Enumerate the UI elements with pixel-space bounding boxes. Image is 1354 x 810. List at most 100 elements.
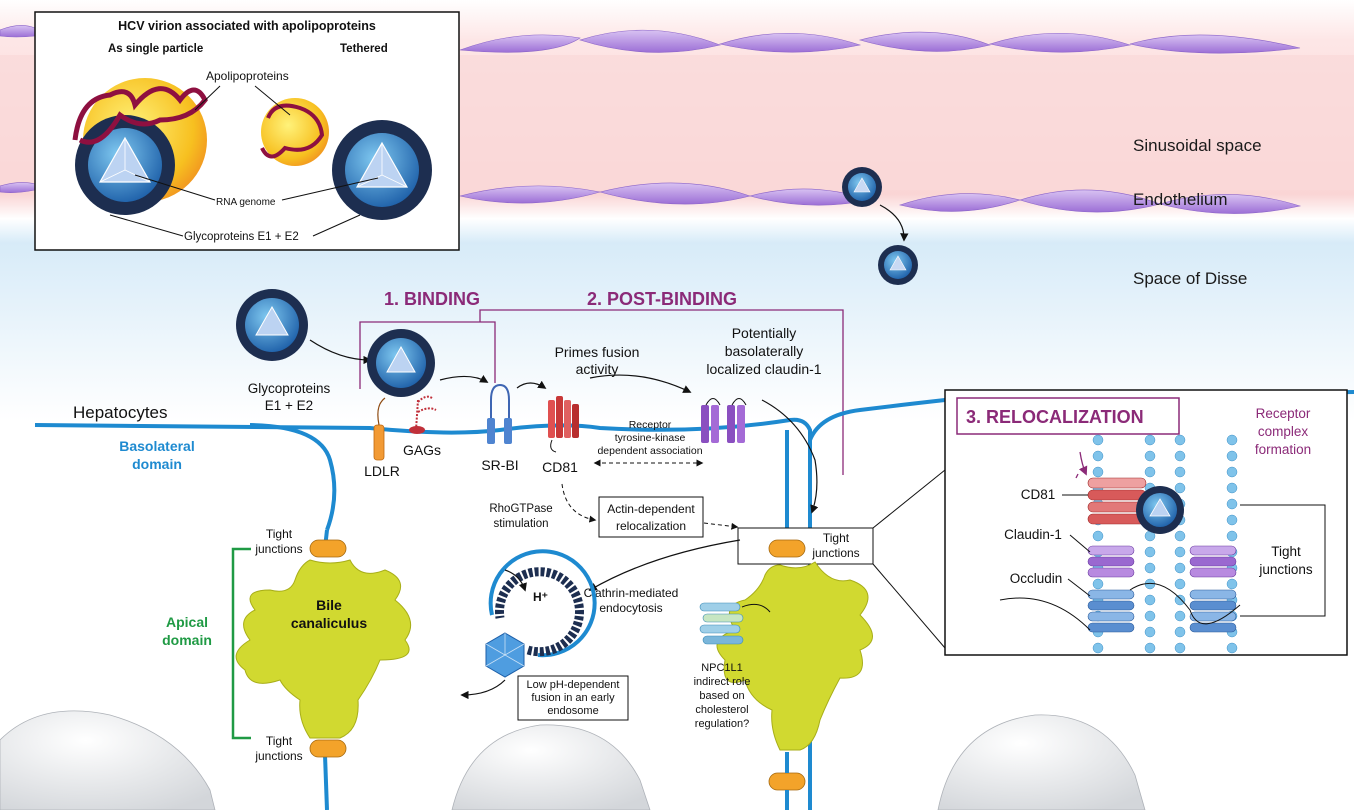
cd81-label: CD81 — [542, 459, 578, 475]
gags-molecule — [409, 395, 437, 434]
arrow-claudin-to-junction — [761, 399, 819, 514]
ldlr-receptor — [373, 397, 386, 461]
claudin-label-line3: localized claudin-1 — [706, 361, 821, 377]
arrow-to-cd81 — [516, 380, 547, 389]
receptor-complex-line1: Receptor — [1256, 406, 1311, 421]
apical-label-line1: Apical — [166, 614, 208, 630]
single-particle-label: As single particle — [108, 43, 203, 55]
primes-fusion-line1: Primes fusion — [555, 344, 640, 360]
arrow-fusion — [460, 679, 506, 700]
hepatocyte-membrane-left — [34, 417, 812, 810]
hplus-label: H⁺ — [533, 590, 548, 604]
rtk-label-line3: dependent association — [597, 445, 702, 457]
rhogtpase-label-line1: RhoGTPase — [489, 503, 552, 515]
tight-junction-bottom-left — [309, 739, 347, 758]
tight-junction-bottom-label-line1: Tight — [266, 734, 293, 748]
basolateral-label-line2: domain — [132, 456, 182, 472]
nucleus-middle — [451, 724, 651, 810]
tight-junction-top-left — [309, 539, 347, 558]
bile-canaliculus-left — [235, 559, 412, 739]
step-relocalization-heading: 3. RELOCALIZATION — [966, 407, 1144, 427]
glycoproteins-label-line1: Glycoproteins — [248, 381, 331, 396]
apolipoproteins-label: Apolipoproteins — [206, 69, 289, 83]
virion-endosome — [485, 632, 525, 678]
cd81-receptor — [548, 396, 579, 453]
reloc-occludin-label: Occludin — [1010, 571, 1063, 586]
virion-disse — [878, 245, 918, 285]
arrow-actin-to-junction — [703, 522, 739, 530]
low-ph-label-line1: Low pH-dependent — [527, 679, 620, 691]
arrow-endothelium-crossing — [879, 204, 909, 242]
endothelium-bottom — [0, 182, 1302, 214]
arrow-to-claudin — [589, 374, 692, 393]
claudin-label-line2: basolaterally — [725, 343, 804, 359]
npc1l1-label-line3: based on — [699, 690, 744, 702]
receptor-complex-line3: formation — [1255, 442, 1311, 457]
reloc-tight-label-line2: junctions — [1258, 562, 1313, 577]
srbi-label: SR-BI — [481, 457, 518, 473]
claudin1-receptor — [701, 398, 747, 443]
tethered-label: Tethered — [340, 43, 388, 55]
primes-fusion-line2: activity — [576, 361, 619, 377]
space-of-disse-label: Space of Disse — [1133, 269, 1247, 288]
rna-genome-label: RNA genome — [216, 197, 276, 208]
binding-bracket — [359, 321, 496, 389]
arrow-to-binding — [309, 339, 372, 365]
apolipoprotein-inset: HCV virion associated with apolipoprotei… — [34, 11, 460, 251]
nucleus-right — [937, 714, 1146, 810]
tight-junction-top-label-line1: Tight — [266, 527, 293, 541]
bile-canaliculus-label-line2: canaliculus — [291, 615, 367, 631]
actin-box — [598, 496, 704, 538]
tight-junction-box — [737, 527, 874, 565]
tight-junction-right — [768, 539, 806, 558]
clathrin-label-line1: Clathrin-mediated — [584, 586, 679, 600]
npc1l1-label-line4: cholesterol — [695, 704, 748, 716]
hepatocyte-membrane-right — [808, 398, 946, 441]
nucleus-left — [0, 710, 216, 810]
bile-canaliculus-label-line1: Bile — [316, 597, 342, 613]
apical-label-line2: domain — [162, 632, 212, 648]
npc1l1-label-line5: regulation? — [695, 718, 749, 730]
low-ph-label-line2: fusion in an early — [531, 692, 615, 704]
endothelium-label: Endothelium — [1133, 190, 1228, 209]
actin-label-line2: relocalization — [616, 519, 686, 533]
tight-junction-right-label-line1: Tight — [823, 531, 850, 545]
tight-junction-right-label-line2: junctions — [811, 546, 859, 560]
claudin-label-line1: Potentially — [732, 325, 797, 341]
endosome — [488, 549, 597, 658]
npc1l1-receptor — [699, 602, 771, 645]
endothelium-top — [0, 25, 1301, 54]
virion-sinusoid — [842, 167, 882, 207]
arrow-to-endocytosis — [588, 539, 741, 591]
srbi-receptor — [487, 383, 512, 444]
npc1l1-label-line1: NPC1L1 — [701, 662, 743, 674]
rtk-label-line2: tyrosine-kinase — [615, 432, 686, 444]
ldlr-label: LDLR — [364, 463, 400, 479]
npc1l1-label-line2: indirect role — [694, 676, 751, 688]
inset-title: HCV virion associated with apolipoprotei… — [118, 19, 376, 33]
step-post-binding-heading: 2. POST-BINDING — [587, 289, 737, 309]
tight-junction-top-label-line2: junctions — [254, 542, 302, 556]
reloc-tight-label-line1: Tight — [1271, 544, 1301, 559]
step-binding-heading: 1. BINDING — [384, 289, 480, 309]
sinusoidal-space-label: Sinusoidal space — [1133, 136, 1262, 155]
reloc-claudin-label: Claudin-1 — [1004, 527, 1062, 542]
virion-bound — [367, 329, 435, 397]
arrow-to-srbi — [439, 374, 489, 383]
gags-label: GAGs — [403, 442, 441, 458]
reloc-cd81-label: CD81 — [1021, 487, 1056, 502]
low-ph-box — [517, 675, 629, 721]
actin-label-line1: Actin-dependent — [607, 502, 695, 516]
glycoproteins-label-line2: E1 + E2 — [265, 398, 313, 413]
virion-free — [236, 289, 308, 361]
rtk-label-line1: Receptor — [629, 419, 672, 431]
relocalization-panel: 3. RELOCALIZATION Receptor complex forma… — [944, 389, 1348, 656]
low-ph-label-line3: endosome — [547, 705, 598, 717]
tight-junction-bottom-right — [768, 772, 806, 791]
post-binding-bracket — [479, 309, 844, 475]
rhogtpase-label-line2: stimulation — [494, 518, 549, 530]
receptor-complex-line2: complex — [1258, 424, 1309, 439]
hepatocytes-label: Hepatocytes — [73, 403, 168, 422]
tight-junction-bottom-label-line2: junctions — [254, 749, 302, 763]
